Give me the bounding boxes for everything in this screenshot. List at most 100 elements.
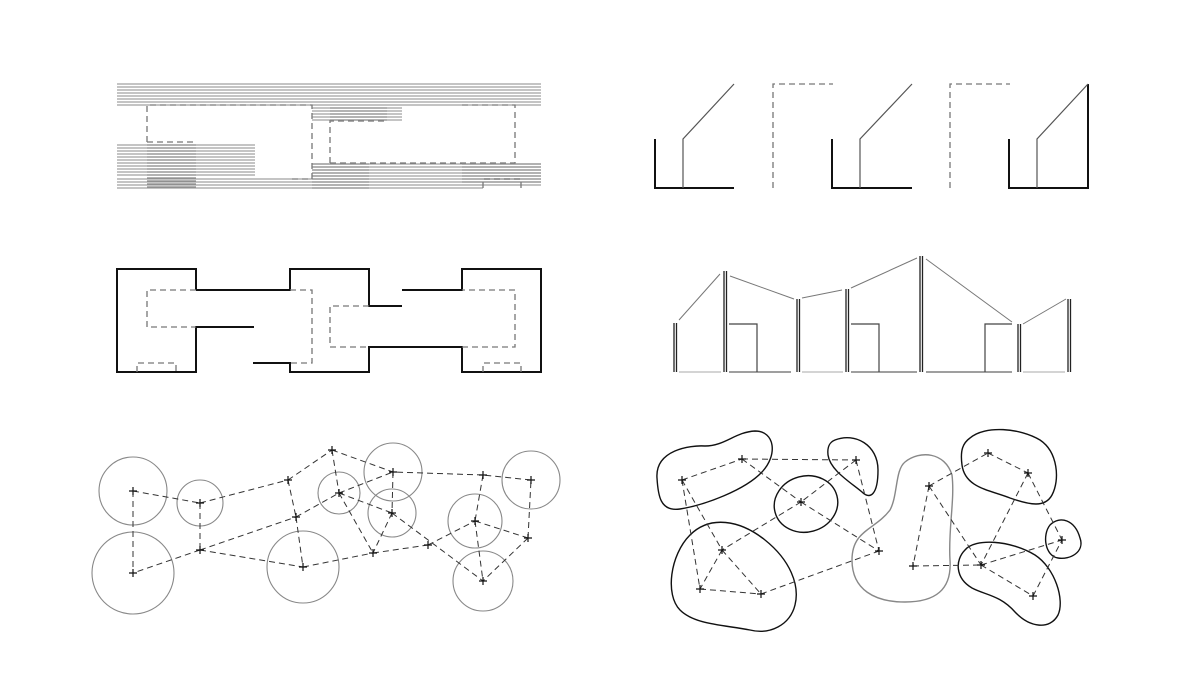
node-cross-icon xyxy=(1029,592,1037,600)
network-edge xyxy=(912,564,982,567)
section-a-inner xyxy=(682,83,735,188)
network-edge xyxy=(741,458,802,503)
section-a xyxy=(654,139,734,189)
network-edge xyxy=(199,549,304,568)
hatched-plan-diagram xyxy=(117,83,541,189)
dashed-outline-left xyxy=(146,104,313,180)
block-middle xyxy=(253,268,542,373)
node-cross-icon xyxy=(1058,536,1066,544)
cluster-blob xyxy=(1044,519,1082,559)
network-edge xyxy=(302,552,374,568)
network-edge xyxy=(132,549,201,574)
roof-line xyxy=(678,273,721,321)
node-circle xyxy=(363,442,423,502)
network-edge xyxy=(681,458,743,481)
node-cross-icon xyxy=(369,549,377,557)
node-cross-icon xyxy=(527,476,535,484)
node-cross-icon xyxy=(129,569,137,577)
dashed-small-right xyxy=(482,362,522,372)
network-edge xyxy=(980,472,1029,566)
network-edge xyxy=(987,452,1029,474)
network-edge xyxy=(699,588,762,595)
node-circle xyxy=(317,471,361,515)
network-edge xyxy=(199,479,289,504)
node-circle xyxy=(447,493,503,549)
node-cross-icon xyxy=(129,487,137,495)
cluster-blob xyxy=(957,541,1061,626)
node-cross-icon xyxy=(471,517,479,525)
network-edge xyxy=(681,479,723,551)
network-edge xyxy=(980,539,1063,566)
cluster-blob xyxy=(960,428,1058,505)
node-cross-icon xyxy=(328,446,336,454)
roofline-elevation-diagram xyxy=(673,256,1072,373)
node-cross-icon xyxy=(292,513,300,521)
node-cross-icon xyxy=(479,577,487,585)
network-edge xyxy=(741,458,857,461)
node-cross-icon xyxy=(1024,469,1032,477)
network-edge xyxy=(928,485,982,566)
roof-line xyxy=(850,257,918,289)
cluster-blob-gray xyxy=(851,454,954,603)
network-edge xyxy=(482,537,529,582)
dashed-frame-b xyxy=(949,83,1010,188)
hatch-lines xyxy=(117,83,541,189)
network-edge xyxy=(980,564,1034,597)
cluster-blob xyxy=(827,436,879,497)
node-cross-icon xyxy=(388,509,396,517)
solid-plan-diagram xyxy=(116,268,542,373)
section-c-inner xyxy=(1036,83,1089,188)
section-c xyxy=(1008,84,1089,189)
network-edge xyxy=(295,516,304,568)
node-cross-icon xyxy=(977,561,985,569)
network-edge xyxy=(372,512,393,554)
network-edge xyxy=(482,474,532,481)
node-cross-icon xyxy=(757,590,765,598)
dashed-outline-small xyxy=(482,178,522,188)
door-frame xyxy=(851,323,880,372)
network-edge xyxy=(287,449,333,481)
node-cross-icon xyxy=(299,563,307,571)
roof-line xyxy=(925,258,1013,323)
network-edge xyxy=(681,479,701,590)
section-b-inner xyxy=(859,83,913,188)
network-edge xyxy=(912,485,930,567)
node-cross-icon xyxy=(875,547,883,555)
cluster-blob xyxy=(773,475,839,533)
network-edge xyxy=(855,459,880,552)
dashed-small-left xyxy=(136,362,177,372)
node-cross-icon xyxy=(678,476,686,484)
network-edge xyxy=(800,501,880,552)
dashed-outline-right xyxy=(329,104,516,164)
node-cross-icon xyxy=(389,468,397,476)
network-edge xyxy=(287,479,297,518)
node-circle xyxy=(266,530,340,604)
network-edge xyxy=(1032,539,1063,597)
roof-line xyxy=(729,275,795,300)
network-edge xyxy=(132,490,201,504)
node-circle xyxy=(452,550,514,612)
roof-line xyxy=(1022,298,1067,325)
network-edge xyxy=(760,550,880,595)
network-edge xyxy=(928,452,989,487)
network-edge xyxy=(721,549,762,595)
dashed-right xyxy=(329,289,516,348)
network-edge xyxy=(474,520,484,582)
node-cross-icon xyxy=(479,471,487,479)
network-edge xyxy=(800,459,857,503)
node-circle xyxy=(501,450,561,510)
network-edge xyxy=(338,492,374,554)
node-cross-icon xyxy=(196,499,204,507)
network-edge xyxy=(699,549,723,590)
network-edge xyxy=(331,449,340,494)
node-cross-icon xyxy=(738,455,746,463)
network-edge xyxy=(427,520,476,546)
node-cross-icon xyxy=(718,546,726,554)
door-frame xyxy=(729,323,758,372)
cluster-blob xyxy=(656,430,773,510)
network-edge xyxy=(392,471,484,476)
node-cross-icon xyxy=(797,498,805,506)
section-b xyxy=(831,139,912,189)
node-cross-icon xyxy=(335,489,343,497)
